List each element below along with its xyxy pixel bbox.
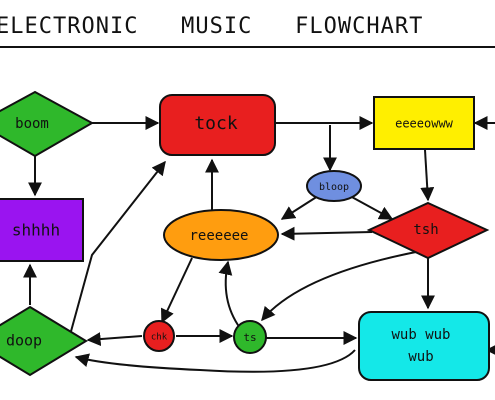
edge-bloop-reeeeee <box>280 195 319 220</box>
edge-ts-reeeeee <box>218 260 241 329</box>
node-boom-label: boom <box>15 116 49 132</box>
node-eeeeowww-label: eeeeowww <box>395 117 454 131</box>
node-shhhh-label: shhhh <box>12 221 60 240</box>
edge-bloop-tsh <box>349 195 394 220</box>
diagram-title: ELECTRONIC MUSIC FLOWCHART <box>0 14 424 39</box>
node-doop-label: doop <box>6 332 42 350</box>
title-underline <box>0 46 495 48</box>
node-wub-label-line1: wub wub <box>391 327 450 343</box>
node-doop-shape <box>0 305 88 377</box>
node-tock-shape <box>159 94 276 156</box>
node-ts-label: ts <box>243 331 256 344</box>
node-ts-shape <box>233 320 267 354</box>
node-tsh-shape <box>366 201 490 260</box>
node-reeeeee-label: reeeeee <box>189 228 248 244</box>
edge-doop-tock <box>69 160 166 336</box>
node-tsh-label: tsh <box>413 222 438 238</box>
node-chk-shape <box>143 320 175 352</box>
edge-reeeeee-chk <box>161 257 193 324</box>
node-bloop-shape <box>306 170 362 202</box>
node-wub-label-line2: wub <box>408 349 433 365</box>
edge-wub-doop <box>74 349 356 373</box>
node-shhhh-shape <box>0 198 84 262</box>
node-eeeeowww-shape <box>373 96 475 150</box>
node-reeeeee-shape <box>163 209 279 261</box>
node-bloop-label: bloop <box>319 182 349 193</box>
edge-tsh-ts <box>261 251 417 322</box>
node-chk-label: chk <box>151 333 168 343</box>
edge-tsh-reeeeee <box>280 226 373 241</box>
node-tock-label: tock <box>194 113 238 134</box>
node-boom-shape <box>0 90 95 158</box>
edge-chk-doop <box>86 332 143 347</box>
edge-eeeeowww-tsh <box>420 149 435 202</box>
node-wub-shape <box>358 311 490 381</box>
